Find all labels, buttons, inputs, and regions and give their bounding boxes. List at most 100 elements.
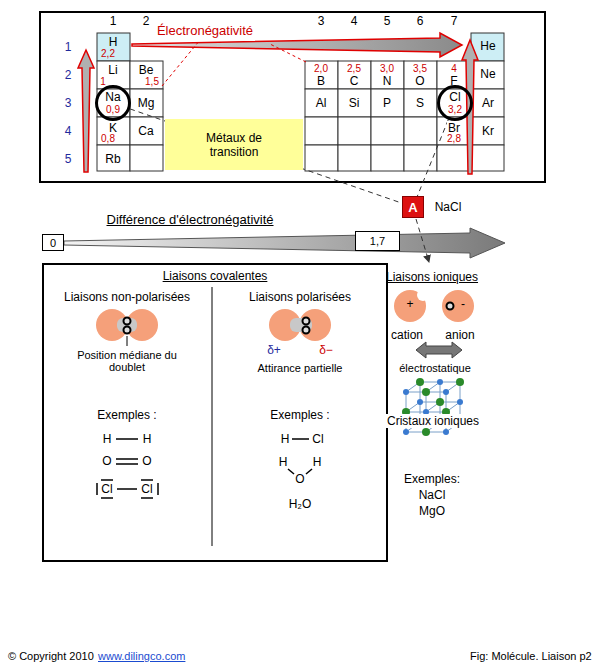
diagram-label: 5 [65, 152, 72, 166]
diagram-label: P [383, 96, 391, 110]
node-text: Liaisons covalentes [163, 269, 268, 283]
diagram-label: H₂O [289, 497, 312, 511]
table-cell [471, 117, 504, 145]
diagram-label: 3 [318, 14, 325, 28]
leader-arrow [416, 219, 429, 262]
diagram-label: Liaisons polarisées [249, 290, 351, 304]
diagram-label: Différence d'électronégativité [106, 212, 273, 227]
diagram-label: H [313, 455, 322, 469]
diagram-label: O [102, 454, 111, 468]
diagram-label: H [109, 35, 118, 49]
lattice-ion [443, 389, 449, 395]
diagram-label: 4 [351, 14, 358, 28]
diagram-label: 1 [100, 76, 106, 87]
diagram-label: 2,0 [314, 63, 328, 74]
diagram-label: électrostatique [399, 362, 471, 374]
diagram-label: 4 [451, 63, 457, 74]
diagram-label: 0,8 [101, 133, 115, 144]
table-cell [338, 89, 371, 117]
table-cell [371, 89, 404, 117]
leader-line [270, 44, 306, 62]
en-arrow [78, 50, 94, 172]
diagram-label: 3,0 [380, 63, 394, 74]
diagram-label: Exemples : [97, 408, 156, 422]
diagram-label: O [295, 472, 304, 486]
diagram-label: 7 [451, 14, 458, 28]
diagram-label: C [350, 74, 359, 88]
table-cell [97, 117, 130, 145]
lattice-ion [422, 428, 430, 436]
diagram-label: anion [445, 328, 474, 342]
diagram-label: Ca [138, 124, 153, 138]
lattice-ion [416, 378, 424, 386]
table-cell [338, 145, 371, 171]
diagram-label: Cl [101, 482, 112, 496]
diagram-label: H [281, 432, 290, 446]
diagram-label: O [142, 454, 151, 468]
diagram-label: δ− [319, 343, 333, 357]
table-cell [471, 89, 504, 117]
diagram-label: © Copyright 2010 [8, 650, 94, 662]
table-cell [338, 117, 371, 145]
table-cell [97, 89, 130, 117]
dashed-connector [130, 109, 402, 203]
lattice-ion [456, 378, 464, 386]
diagram-label: 2,5 [347, 63, 361, 74]
diagram-label: He [480, 39, 495, 53]
diagram-label: + [406, 297, 413, 311]
table-cell [404, 89, 437, 117]
table-cell [130, 89, 163, 117]
table-cell [437, 61, 470, 89]
node-text: A [408, 200, 417, 215]
table-cell [371, 145, 404, 171]
diagram-label: 1,5 [145, 76, 159, 87]
node-text: Na [105, 91, 120, 104]
diagram-label: Li [108, 63, 117, 77]
diagram-label: 3,5 [413, 63, 427, 74]
diagram-label: Cl [312, 432, 323, 446]
ions [394, 289, 474, 358]
diagram-label: H [279, 455, 288, 469]
diagram-label: Ne [480, 67, 495, 81]
node-text: 0 [50, 237, 56, 249]
lattice-ion [437, 379, 443, 385]
table-cell [371, 61, 404, 89]
diagram-label: Be [139, 63, 154, 77]
diagram-label: 2,8 [446, 133, 462, 144]
table-cell [97, 145, 130, 171]
table-cell [404, 117, 437, 145]
node-text: Cl [449, 91, 460, 104]
diagram-label: - [461, 297, 465, 311]
table-cell [471, 61, 504, 89]
diagram-label: F [450, 74, 457, 88]
diagram-label: 3 [65, 96, 72, 110]
diagram-label: 4 [65, 124, 72, 138]
lattice-ion [443, 429, 449, 435]
table-cell [471, 145, 504, 171]
diagram-label: Ar [482, 96, 494, 110]
diagram-label: Liaisons non-polarisées [64, 290, 190, 304]
diagram-label: H [103, 432, 112, 446]
diagram-label: 2 [143, 14, 150, 28]
diagram-label: Si [349, 96, 360, 110]
diagram-label: Cristaux ioniques [386, 414, 480, 428]
diagram-label: 6 [417, 14, 424, 28]
diagram-label: www.dilingco.com [98, 650, 185, 662]
table-cell [97, 33, 130, 61]
element-circle: Cl3,2 [437, 85, 473, 121]
diagram-label: 5 [384, 14, 391, 28]
table-cell [437, 117, 470, 145]
marker-box: A [402, 196, 424, 218]
dashed-connector [417, 120, 448, 196]
figure-caption: Fig: Molécule. Liaison p2 [470, 650, 592, 663]
table-cell [371, 117, 404, 145]
diagram-label: 1 [65, 40, 72, 54]
diagram-label: Al [316, 96, 327, 110]
diagram-label: Exemples : [270, 408, 329, 422]
scale-box: 0 [42, 234, 64, 251]
group-box: Liaisons covalentes [42, 263, 388, 562]
table-cell [305, 89, 338, 117]
